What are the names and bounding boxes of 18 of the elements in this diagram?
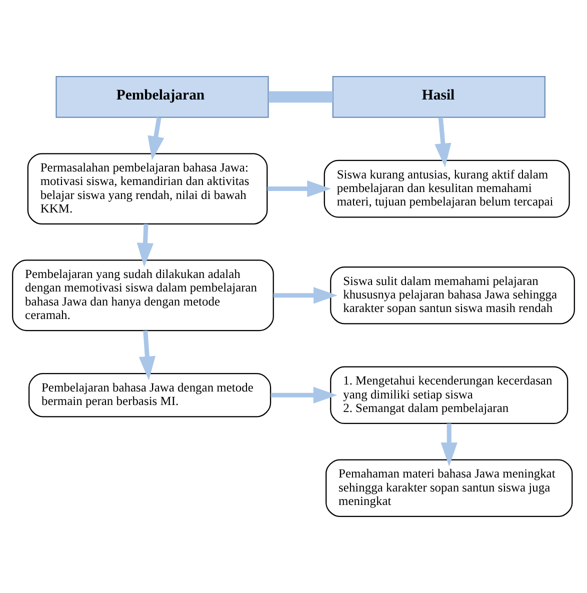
arrow (138, 330, 156, 380)
node-box: Siswa kurang antusias, kurang aktif dalam pembelajaran dan kesulitan memahami materi, tujuan pembelajaran belum tercapai (324, 160, 570, 218)
node-box: Pemahaman materi bahasa Jawa meningkat sehingga karakter sopan santun siswa juga meningkat (326, 459, 573, 518)
arrow (136, 224, 154, 267)
node-box: Siswa sulit dalam memahami pelajaran khususnya pelajaran bahasa Jawa sehingga karakter sopan santun siswa masih rendah (330, 266, 575, 324)
node-box: Pembelajaran (56, 76, 269, 118)
arrow (274, 287, 338, 304)
arrow (267, 180, 332, 198)
arrow (148, 117, 164, 160)
arrow (270, 386, 338, 404)
node-box: Hasil (332, 76, 546, 118)
node-box: Pembelajaran yang sudah dilakukan adalah dengan memotivasi siswa dalam pembelajaran bahasa Jawa dan hanya dengan metode ceramah. (12, 260, 274, 332)
arrow (434, 117, 452, 168)
arrow (440, 424, 458, 466)
connector (268, 91, 333, 103)
node-box: 1. Mengetahui kecenderungan kecerdasan yang dimiliki setiap siswa 2. Semangat dalam pembelajaran (330, 366, 568, 424)
node-box: Permasalahan pembelajaran bahasa Jawa: motivasi siswa, kemandirian dan aktivitas belajar siswa yang rendah, nilai di bawah KKM. (27, 153, 268, 224)
node-box: Pembelajaran bahasa Jawa dengan metode bermain peran berbasis MI. (28, 373, 272, 418)
